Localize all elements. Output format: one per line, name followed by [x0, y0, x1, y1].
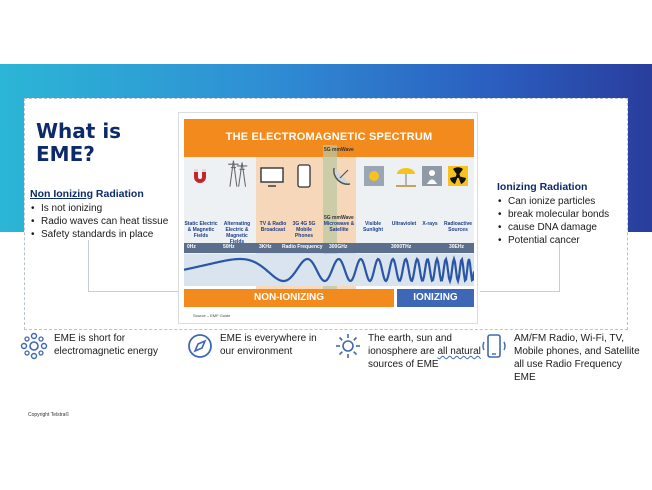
category-label: Ultraviolet — [391, 221, 417, 227]
ionizing-bullets: Can ionize particles break molecular bon… — [497, 195, 637, 247]
source-note: Source – EMF Guide — [193, 313, 231, 318]
info-item-natural-sources: The earth, sun and ionosphere are all na… — [334, 332, 482, 371]
info-item-environment: EME is everywhere in our environment — [186, 332, 334, 360]
category-label: Static Electric & Magnetic Fields — [184, 221, 218, 239]
category-label: TV & Radio Broadcast — [259, 221, 287, 233]
info-text: EME is short for electromagnetic energy — [54, 333, 158, 357]
spectrum-figure: THE ELECTROMAGNETIC SPECTRUM 5G mmWave 5… — [178, 112, 478, 324]
tv-icon — [259, 163, 285, 189]
bullet: Safety standards in place — [30, 228, 190, 241]
satellite-dish-icon — [329, 163, 355, 189]
radioactive-icon — [445, 163, 471, 189]
phone-signal-icon — [482, 334, 506, 358]
frequency-label: 50Hz — [223, 244, 235, 250]
category-label: Visible Sunlight — [363, 221, 383, 233]
ionizing-bar: IONIZING — [397, 289, 474, 307]
category-label: 3G 4G 5G Mobile Phones — [292, 221, 316, 239]
frequency-label: 3000THz — [391, 244, 412, 250]
sunbather-icon — [393, 163, 419, 189]
top-whitespace — [0, 0, 652, 64]
frequency-label: Radio Frequency — [282, 244, 323, 250]
frequency-wave — [184, 255, 474, 285]
molecule-icon — [20, 332, 48, 360]
compass-icon — [188, 334, 212, 358]
non-ionizing-bullets: Is not ionizing Radio waves can heat tis… — [30, 202, 190, 241]
sunlight-icon — [361, 163, 387, 189]
info-item-eme-definition: EME is short for electromagnetic energy — [20, 332, 180, 360]
frequency-label: 0Hz — [187, 244, 196, 250]
non-ionizing-section: Non Ionizing Radiation Is not ionizing R… — [30, 188, 190, 241]
non-ionizing-bar: NON-IONIZING — [184, 289, 394, 307]
sun-icon — [336, 334, 360, 358]
non-ionizing-heading: Non Ionizing Radiation — [30, 188, 144, 200]
tag-5g-mmwave-mid: 5G mmWave — [324, 215, 354, 221]
frequency-label: 300GHz — [329, 244, 348, 250]
magnet-icon — [187, 163, 213, 189]
category-label: Radioactive Sources — [443, 221, 473, 233]
category-label: Alternating Electric & Magnetic Fields — [223, 221, 251, 245]
ionizing-section: Ionizing Radiation Can ionize particles … — [497, 181, 637, 247]
info-text: The earth, sun and ionosphere are all na… — [368, 333, 481, 370]
page-title: What is EME? — [36, 119, 122, 166]
frequency-label: 3KHz — [259, 244, 272, 250]
connector-line-left — [88, 240, 184, 292]
category-label: X-rays — [422, 221, 438, 227]
category-label: Microwave & Satellite — [323, 221, 355, 233]
bullet: Radio waves can heat tissue — [30, 215, 190, 228]
bullet: Potential cancer — [497, 234, 637, 247]
copyright: Copyright Telstra© — [28, 412, 70, 418]
mobile-phone-icon — [291, 163, 317, 189]
power-tower-icon — [223, 155, 249, 189]
frequency-label: 30EHz — [449, 244, 465, 250]
bullet: Can ionize particles — [497, 195, 637, 208]
info-text: EME is everywhere in our environment — [220, 333, 317, 357]
bullet: break molecular bonds — [497, 208, 637, 221]
info-item-rf-uses: AM/FM Radio, Wi-Fi, TV, Mobile phones, a… — [480, 332, 646, 384]
frequency-scale — [184, 243, 474, 253]
connector-line-right — [480, 240, 560, 292]
info-text: AM/FM Radio, Wi-Fi, TV, Mobile phones, a… — [514, 333, 640, 383]
spectrum-title: THE ELECTROMAGNETIC SPECTRUM — [225, 131, 433, 143]
ionizing-heading: Ionizing Radiation — [497, 181, 588, 193]
bullet: cause DNA damage — [497, 221, 637, 234]
bullet: Is not ionizing — [30, 202, 190, 215]
xray-icon — [419, 163, 445, 189]
tag-5g-mmwave-top: 5G mmWave — [324, 147, 354, 153]
